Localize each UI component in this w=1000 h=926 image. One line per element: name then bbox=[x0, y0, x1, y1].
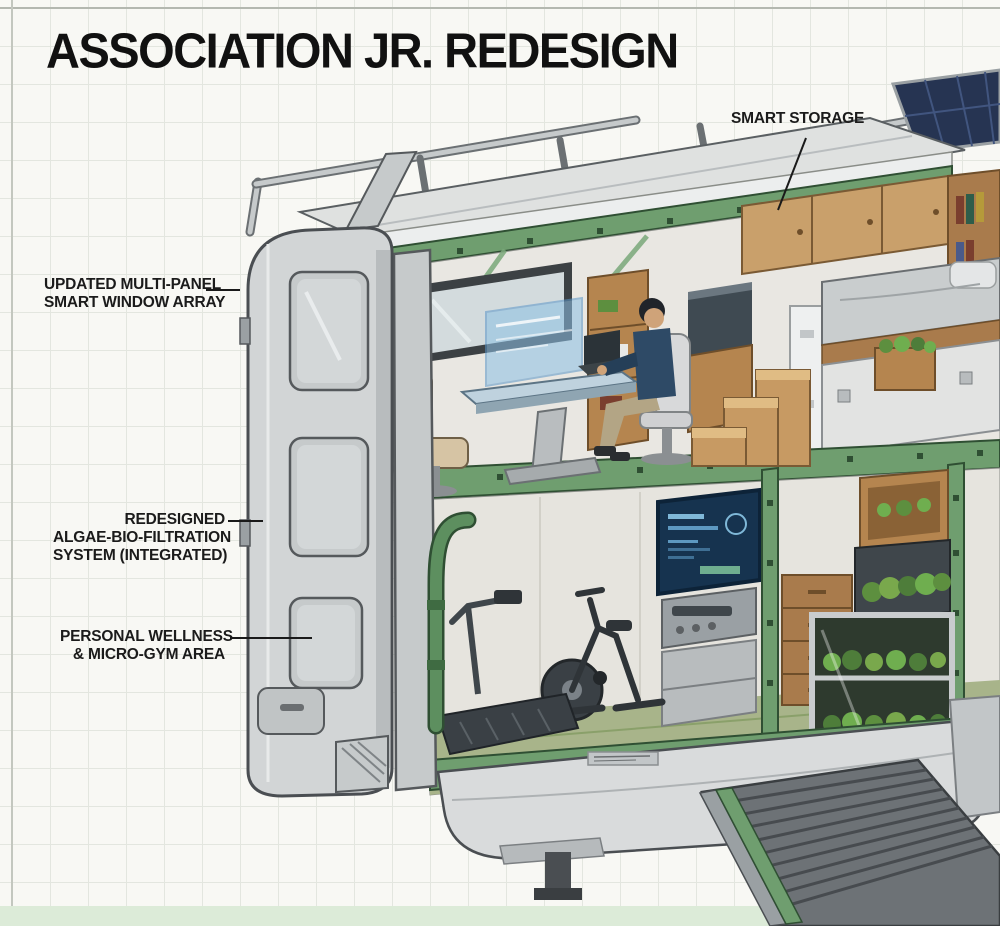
pillar-window-3 bbox=[288, 596, 364, 690]
bottom-mint-band bbox=[0, 906, 1000, 926]
dining-table bbox=[459, 370, 639, 486]
under-bed-storage bbox=[821, 338, 1000, 457]
wood-cubby-lower bbox=[859, 468, 949, 554]
pillar-window-2 bbox=[288, 436, 370, 558]
person-hand bbox=[597, 365, 607, 375]
rear-panel bbox=[948, 694, 1000, 820]
door-hinge bbox=[239, 317, 251, 345]
seated-person bbox=[594, 298, 676, 461]
callout-smart-window-line: SMART WINDOW ARRAY bbox=[44, 293, 226, 311]
leader-lines bbox=[206, 137, 807, 639]
callout-smart-storage: SMART STORAGE bbox=[731, 110, 864, 128]
wall-control-screen bbox=[656, 487, 762, 597]
person-arm bbox=[602, 352, 638, 376]
door-hinge bbox=[239, 519, 251, 547]
control-console bbox=[661, 586, 757, 728]
callout-smart-window: UPDATED MULTI-PANEL SMART WINDOW ARRAY bbox=[44, 276, 225, 312]
stairs bbox=[691, 369, 811, 467]
callout-wellness-line: & MICRO-GYM AREA bbox=[72, 645, 225, 663]
model-plate bbox=[587, 751, 659, 766]
grow-cabinet bbox=[809, 612, 955, 740]
b-pillar bbox=[392, 248, 438, 792]
callout-algae: REDESIGNED ALGAE-BIO-FILTRATION SYSTEM (… bbox=[53, 511, 231, 564]
door-handle-pod bbox=[257, 687, 325, 735]
support-leg bbox=[534, 852, 582, 900]
ramp-green-edge bbox=[714, 787, 804, 925]
ramp-treads bbox=[708, 768, 993, 914]
vent-grille bbox=[335, 734, 389, 794]
veggie-crate bbox=[874, 336, 936, 391]
person-legs bbox=[600, 396, 660, 448]
pipe-clamp bbox=[427, 660, 445, 670]
person-face bbox=[644, 308, 664, 328]
pipe-clamp bbox=[427, 600, 445, 610]
callout-algae-line: SYSTEM (INTEGRATED) bbox=[53, 546, 228, 564]
algae-filtration-pipe bbox=[427, 511, 477, 735]
holo-screen bbox=[485, 296, 583, 388]
pillar-window-1 bbox=[288, 270, 370, 392]
callout-wellness: PERSONAL WELLNESS & MICRO-GYM AREA bbox=[60, 628, 233, 664]
graph-paper-left-rule bbox=[11, 0, 13, 926]
plant-shelf bbox=[854, 538, 951, 624]
door-pillar bbox=[239, 226, 438, 798]
bed bbox=[821, 256, 1000, 457]
person-torso bbox=[633, 328, 676, 400]
smart-storage-cabinets bbox=[741, 174, 949, 276]
page-title: ASSOCIATION JR. REDESIGN bbox=[46, 22, 679, 78]
solar-panel bbox=[890, 68, 1000, 154]
callout-algae-line: REDESIGNED bbox=[124, 511, 226, 528]
smart-storage-leader bbox=[777, 137, 807, 211]
callout-smart-storage-line: SMART STORAGE bbox=[731, 110, 865, 127]
callout-algae-line: ALGAE-BIO-FILTRATION bbox=[53, 528, 231, 546]
treadmill bbox=[436, 590, 580, 756]
upper-furniture bbox=[397, 296, 811, 497]
ramp bbox=[698, 758, 1000, 926]
roof bbox=[296, 116, 966, 274]
person-shoe bbox=[610, 452, 630, 461]
graph-paper-top-rule bbox=[0, 7, 1000, 9]
callout-smart-window-line: UPDATED MULTI-PANEL bbox=[44, 276, 222, 293]
callout-wellness-line: PERSONAL WELLNESS bbox=[60, 628, 233, 645]
